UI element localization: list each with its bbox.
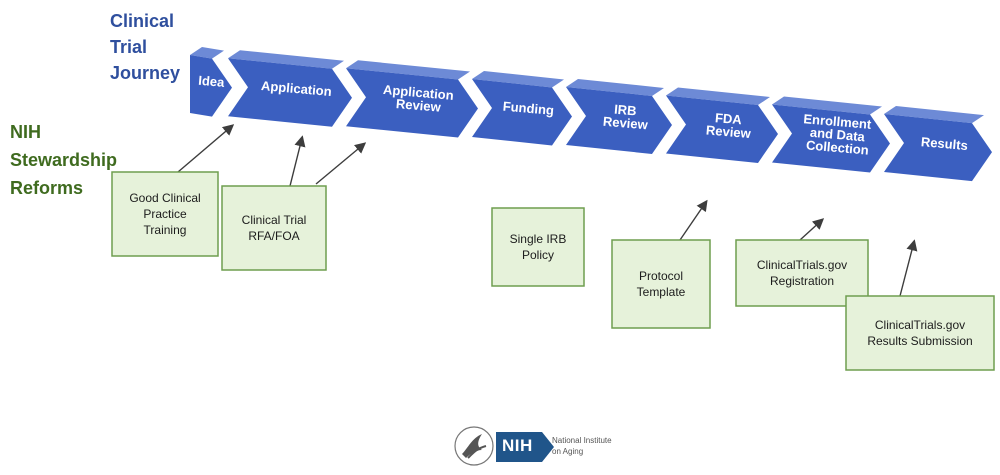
step-label: Review	[705, 122, 752, 141]
journey-title-line: Clinical	[110, 11, 175, 31]
nih-mark-icon	[496, 432, 554, 462]
reform-box-shape	[611, 239, 711, 329]
step-label: Review	[602, 114, 649, 133]
step-shape	[472, 78, 572, 146]
journey-step-4: Funding	[472, 70, 572, 146]
step-shape	[666, 95, 778, 163]
reform-box-shape	[221, 185, 327, 271]
step-shape	[566, 86, 672, 154]
step-label: Funding	[502, 99, 554, 118]
reform-label: Policy	[522, 248, 554, 262]
step-shape	[772, 104, 890, 173]
journey-step-8: Results	[884, 105, 992, 182]
institute-name-line: on Aging	[552, 447, 584, 456]
institute-name: National Institute on Aging	[552, 435, 612, 457]
reforms-title-line: Stewardship	[10, 150, 118, 170]
reform-box-shape	[491, 207, 585, 287]
reform-label: Clinical Trial	[242, 213, 307, 227]
reform-arrow	[177, 124, 235, 173]
step-label: Application	[382, 82, 454, 103]
journey-title-line: Journey	[110, 63, 181, 83]
step-shape	[346, 68, 478, 138]
clinical-trial-journey-title: Clinical Trial Journey	[110, 8, 180, 86]
step-top-face	[884, 105, 984, 124]
reform-label: Registration	[770, 274, 834, 288]
nih-mark-text: NIH	[502, 436, 533, 455]
reform-label: Single IRB	[510, 232, 567, 246]
reform-arrow	[799, 218, 825, 241]
step-top-face	[190, 47, 224, 59]
step-label: FDA	[714, 110, 743, 127]
reform-label: RFA/FOA	[248, 229, 299, 243]
reforms-title-line: NIH	[10, 122, 41, 142]
step-label: Application	[260, 78, 332, 99]
reform-arrow	[899, 239, 918, 297]
reform-arrow	[679, 199, 708, 241]
institute-name-line: National Institute	[552, 436, 612, 445]
hhs-seal-icon	[454, 426, 494, 466]
step-label: IRB	[614, 102, 638, 119]
reform-label: ClinicalTrials.gov	[875, 318, 965, 332]
reforms-title-line: Reforms	[10, 178, 84, 198]
step-label: Collection	[805, 137, 869, 157]
step-top-face	[566, 78, 664, 96]
journey-title-line: Trial	[110, 37, 148, 57]
reform-label: Training	[144, 223, 187, 237]
step-top-face	[772, 96, 882, 115]
reform-label: Results Submission	[867, 334, 972, 348]
step-label: Idea	[198, 73, 226, 90]
journey-step-1: Idea	[190, 47, 232, 117]
reform-box-3: Single IRB Policy	[491, 207, 585, 287]
step-label: Enrollment	[803, 111, 873, 132]
step-top-face	[228, 50, 344, 69]
nih-logo: NIH National Institute on Aging	[452, 420, 652, 472]
reform-arrow	[315, 142, 367, 185]
step-label: and Data	[809, 125, 866, 145]
step-top-face	[346, 60, 470, 80]
reform-label: Good Clinical	[129, 191, 200, 205]
reform-label: Template	[637, 285, 686, 299]
reform-box-shape	[735, 239, 869, 307]
reform-box-shape	[845, 295, 995, 371]
reform-arrow	[289, 135, 306, 187]
step-shape	[228, 58, 352, 127]
reform-label: Practice	[143, 207, 187, 221]
journey-step-2: Application	[228, 50, 352, 127]
reform-connectors	[177, 124, 918, 297]
nih-stewardship-reforms-title: NIH Stewardship Reforms	[10, 118, 117, 202]
reform-label: ClinicalTrials.gov	[757, 258, 847, 272]
step-top-face	[472, 70, 564, 88]
step-shape	[190, 55, 232, 117]
step-shape	[884, 113, 992, 182]
reform-label: Protocol	[639, 269, 683, 283]
step-top-face	[666, 87, 770, 105]
reform-box-shape	[111, 171, 219, 257]
step-label: Review	[395, 96, 442, 115]
step-label: Results	[920, 134, 968, 153]
